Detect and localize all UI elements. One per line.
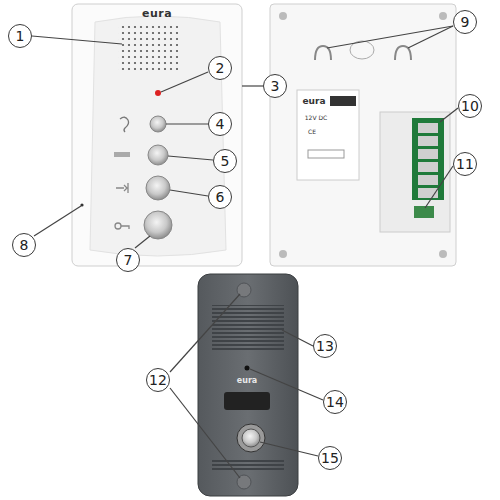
callout-number: 14 bbox=[323, 390, 347, 414]
outdoor-station bbox=[198, 274, 298, 496]
leader-lines bbox=[32, 26, 458, 478]
callout-number: 13 bbox=[313, 334, 337, 358]
callout-number: 9 bbox=[453, 10, 477, 34]
callout-number: 10 bbox=[458, 94, 482, 118]
brand-logo: eura bbox=[142, 8, 172, 19]
callout-number: 5 bbox=[213, 149, 237, 173]
callout-number: 4 bbox=[208, 112, 232, 136]
callout-number: 6 bbox=[208, 185, 232, 209]
rating-text: 12V DC bbox=[305, 115, 327, 121]
brand-logo: eura bbox=[237, 377, 257, 385]
callout-number: 3 bbox=[263, 74, 287, 98]
callout-number: 1 bbox=[8, 24, 32, 48]
callout-number: 2 bbox=[208, 56, 232, 80]
callout-number: 15 bbox=[318, 446, 342, 470]
callout-number: 7 bbox=[116, 248, 140, 272]
callout-number: 8 bbox=[12, 233, 36, 257]
brand-logo: eura bbox=[302, 97, 325, 106]
callout-number: 11 bbox=[453, 152, 477, 176]
back-panel bbox=[270, 4, 456, 266]
certification-mark: CE bbox=[308, 129, 316, 135]
front-panel bbox=[72, 4, 242, 266]
callout-number: 12 bbox=[146, 368, 170, 392]
